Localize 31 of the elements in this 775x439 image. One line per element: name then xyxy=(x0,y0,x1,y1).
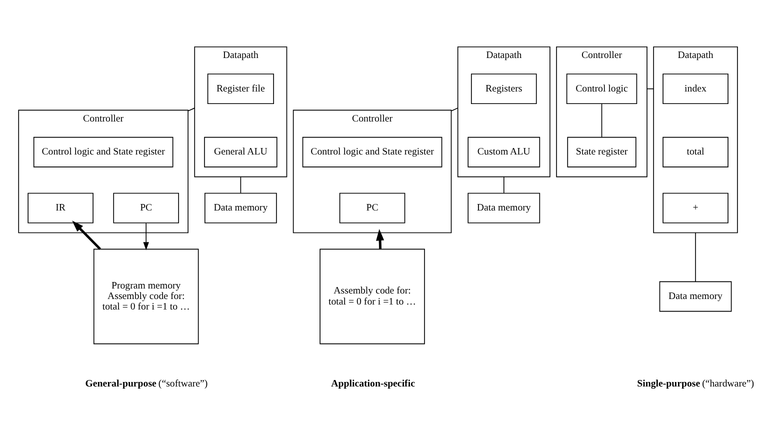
connector xyxy=(503,176,504,193)
node-box: General ALU xyxy=(204,136,278,167)
connector xyxy=(601,102,602,138)
node-box: Data memory xyxy=(659,280,732,312)
node-box: + xyxy=(662,192,728,223)
arrow xyxy=(143,222,149,250)
connector xyxy=(240,176,242,193)
label: Single-purpose (“hardware”) xyxy=(637,378,754,390)
node-box: Registers xyxy=(470,73,537,104)
node-box: PC xyxy=(113,192,179,223)
node-box: Program memory Assembly code for: total = 0 for i =1 to … xyxy=(93,248,199,344)
connector xyxy=(450,107,458,111)
node-box: Register file xyxy=(207,73,274,104)
node-box: Custom ALU xyxy=(468,136,540,167)
arrow xyxy=(376,228,384,249)
node-box: total xyxy=(662,136,728,167)
node-box: Data memory xyxy=(204,192,277,223)
node-box: Data memory xyxy=(468,192,540,223)
connector xyxy=(188,107,196,111)
label: Application-specific xyxy=(331,378,415,390)
arrow xyxy=(72,220,102,250)
node-box: index xyxy=(662,73,728,104)
node-box: State register xyxy=(567,136,636,167)
node-box: Control logic xyxy=(566,73,638,104)
node-box: Control logic and State register xyxy=(302,136,442,167)
node-box: Control logic and State register xyxy=(33,136,174,167)
node-box: IR xyxy=(28,192,94,223)
node-box: Assembly code for: total = 0 for i =1 to … xyxy=(320,248,425,344)
node-box: PC xyxy=(339,192,406,223)
connector xyxy=(695,232,696,282)
label: General-purpose (“software”) xyxy=(85,378,208,390)
